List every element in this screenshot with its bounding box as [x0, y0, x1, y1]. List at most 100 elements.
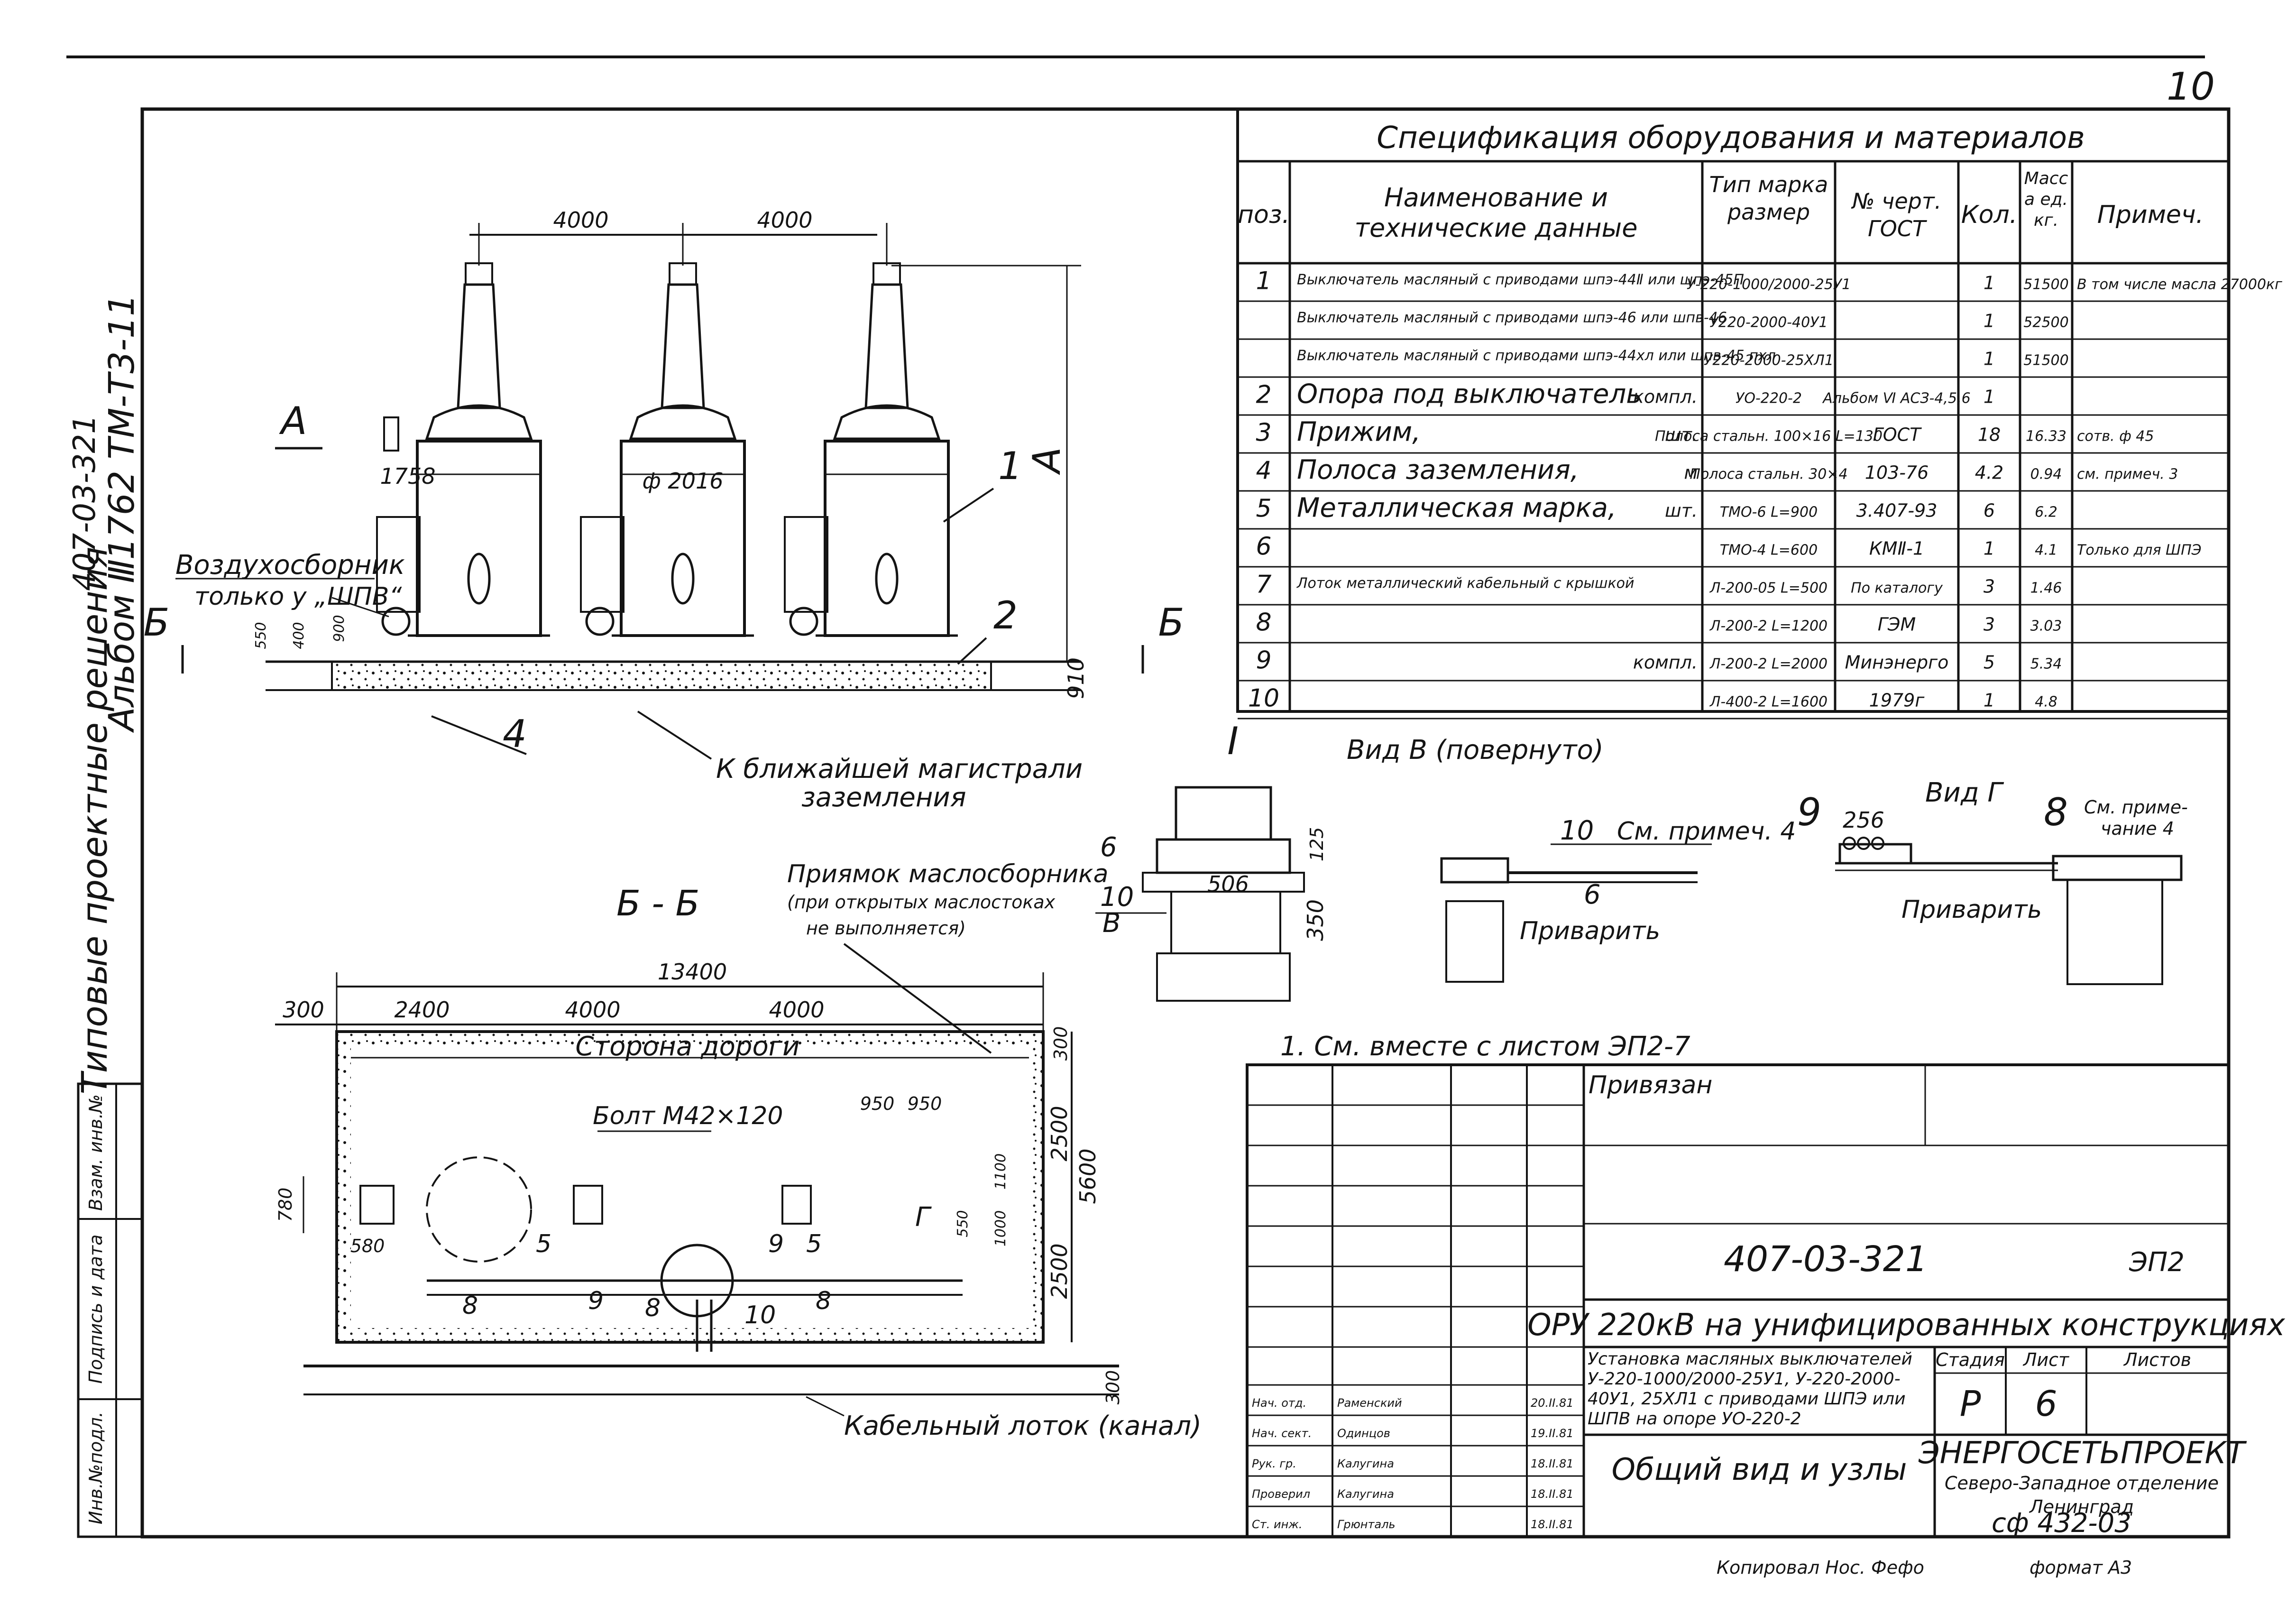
table-cell-name: Полоса заземления,: [1297, 454, 1579, 485]
view-g-callout-9: 9: [1797, 790, 1821, 834]
table-cell-mass: 5.34: [2030, 655, 2062, 672]
table-cell-mass: 4.1: [2035, 542, 2057, 558]
plan-bb: Б - Б Приямок маслосборника (при открыты…: [275, 860, 1202, 1441]
view-b-weld: Приварить: [1520, 917, 1660, 945]
view-b-title: Вид В (повернуто): [1347, 735, 1604, 766]
table-cell-gost: КМⅡ-1: [1869, 538, 1924, 559]
view-g-dim: 256: [1843, 807, 1884, 833]
view-g: Вид Г 9 256 8 См. приме- чание 4 Привари…: [1797, 777, 2188, 985]
dim-spacing-1: 4000: [553, 207, 608, 233]
table-cell-pos: 10: [1248, 684, 1279, 712]
table-cell-unit: м: [1684, 462, 1698, 483]
footer-format: формат А3: [2030, 1557, 2132, 1578]
table-cell-mass: 3.03: [2030, 618, 2062, 634]
table-cell-mass: 0.94: [2030, 466, 2062, 482]
table-cell-mass: 16.33: [2026, 428, 2066, 444]
view-b-dim-h1: 125: [1306, 827, 1327, 862]
table-cell-qty: 6: [1984, 500, 1995, 521]
table-cell-type: ТМО-4 L=600: [1720, 542, 1818, 558]
callout-9b: 9: [768, 1230, 784, 1258]
table-cell-mass: 52500: [2023, 314, 2068, 331]
tb-sheets-label: Листов: [2123, 1349, 2191, 1370]
dim-h2: 400: [291, 622, 307, 649]
callout-9a: 9: [588, 1287, 604, 1315]
breaker-1: [376, 262, 550, 637]
view-b-note: См. примеч. 4: [1617, 817, 1796, 846]
table-cell-gost: Альбом Ⅵ АСЗ-4,5,6: [1822, 390, 1970, 406]
table-cell-note: см. примеч. 3: [2077, 466, 2178, 482]
table-cell-unit: шт.: [1665, 424, 1698, 445]
tb-org-city: Ленинград: [2029, 1496, 2134, 1517]
view-arrow-a: A: [279, 399, 307, 443]
signature-name: Калугина: [1337, 1457, 1394, 1470]
table-cell-name: Прижим,: [1297, 416, 1421, 447]
tb-stage-label: Стадия: [1936, 1349, 2005, 1370]
dim-950-a: 950: [860, 1093, 895, 1114]
note-1: 1. См. вместе с листом ЭП2-7: [1280, 1031, 1690, 1062]
signature-role: Нач. сект.: [1252, 1427, 1312, 1440]
table-cell-pos: 6: [1256, 532, 1271, 561]
callout-5a: 5: [536, 1230, 551, 1258]
tb-sheet-label: Лист: [2022, 1349, 2070, 1370]
pit-note-2: (при открытых маслостоках: [787, 892, 1056, 913]
drawing-frame: [140, 107, 2231, 1539]
g-mark: Г: [915, 1202, 932, 1233]
air-collector-label: Воздухосборник: [175, 550, 405, 581]
table-cell-qty: 1: [1984, 538, 1995, 559]
pit-note-1: Приямок маслосборника: [787, 860, 1108, 888]
bolt-label: Болт М42×120: [593, 1102, 783, 1130]
view-g-note-1: См. приме-: [2084, 797, 2188, 818]
view-b-dim-h2: 350: [1303, 899, 1328, 941]
table-cell-mass: 6.2: [2035, 504, 2057, 520]
table-cell-qty: 4.2: [1975, 462, 2003, 483]
table-cell-qty: 1: [1984, 348, 1995, 369]
callout-8c: 8: [816, 1287, 831, 1315]
table-cell-pos: 5: [1256, 494, 1271, 523]
table-cell-type: У220-2000-25ХЛ1: [1704, 352, 1834, 369]
view-b-dim-width: 506: [1207, 871, 1249, 897]
table-cell-unit: компл.: [1633, 652, 1698, 673]
dim-spacing-2: 4000: [757, 207, 812, 233]
signature-date: 20.II.81: [1531, 1396, 1574, 1410]
table-cell-type: УО-220-2: [1736, 390, 1802, 406]
front-view: 4000 4000: [144, 207, 1185, 813]
dim-width: 1758: [380, 463, 435, 489]
table-cell-name: Металлическая марка,: [1297, 492, 1616, 523]
breaker-3: [784, 262, 958, 637]
dim-h1: 550: [253, 622, 269, 649]
dim-2400: 2400: [394, 997, 450, 1023]
dim-total: 13400: [658, 959, 727, 985]
view-b-callout-6b: 6: [1584, 879, 1601, 910]
signature-name: Калугина: [1337, 1487, 1394, 1501]
table-cell-type: У-220-1000/2000-25У1: [1687, 276, 1851, 293]
footer-copied: Копировал Нос. Фефо: [1717, 1557, 1924, 1578]
view-g-note-2: чание 4: [2101, 818, 2174, 839]
sheet-number: 10: [2167, 65, 2215, 109]
dim-height: A: [1025, 447, 1069, 476]
table-cell-type: Полоса стальн. 100×16 L=130: [1655, 428, 1883, 444]
callout-2: 2: [993, 593, 1018, 637]
signature-role: Проверил: [1252, 1487, 1310, 1501]
grounding-note-2: заземления: [801, 782, 966, 813]
side-margin: 1762 ТМ-Т3-11 Альбом Ⅲ 407-03-321 Типовы…: [67, 294, 144, 1538]
spec-table: Спецификация оборудования и материалов п…: [1236, 108, 2282, 720]
signature-date: 18.II.81: [1531, 1518, 1574, 1531]
signature-name: Одинцов: [1337, 1427, 1390, 1440]
hdr-mass: Масса ед. кг.: [2024, 169, 2068, 230]
tb-drawing-title: Общий вид и узлы: [1612, 1452, 1907, 1487]
table-cell-gost: ГЭМ: [1878, 614, 1916, 635]
table-cell-pos: 9: [1256, 646, 1271, 674]
table-cell-name: Выключатель масляный с приводами шпэ-46 …: [1297, 309, 1727, 326]
tb-stage: Р: [1960, 1384, 1981, 1424]
callout-10: 10: [744, 1301, 776, 1329]
tb-sheet: 6: [2035, 1384, 2057, 1424]
section-right: Б: [1158, 600, 1185, 645]
table-cell-type: Л-200-2 L=2000: [1709, 655, 1828, 672]
table-cell-mass: 51500: [2023, 352, 2068, 369]
table-cell-pos: 1: [1256, 267, 1271, 295]
table-cell-pos: 4: [1256, 456, 1271, 485]
view-g-title: Вид Г: [1925, 777, 2004, 808]
table-cell-type: Л-200-05 L=500: [1709, 580, 1828, 596]
tb-project-code: 407-03-321: [1724, 1239, 1928, 1280]
